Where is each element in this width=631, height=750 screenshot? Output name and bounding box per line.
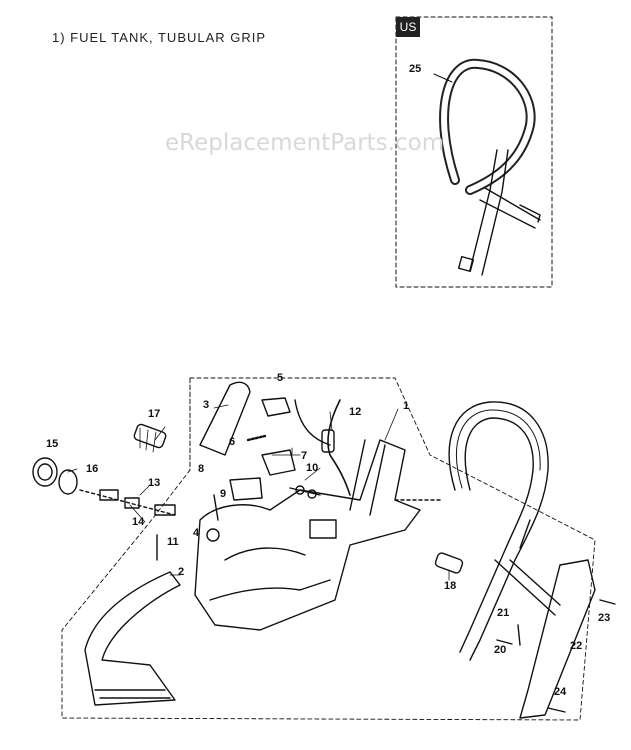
callout-12: 12 bbox=[349, 406, 362, 418]
grip-cover-part bbox=[199, 381, 251, 456]
callout-22: 22 bbox=[570, 640, 583, 652]
callout-8: 8 bbox=[198, 463, 205, 475]
side-plate-part bbox=[519, 559, 596, 719]
callout-7: 7 bbox=[301, 450, 308, 462]
callout-3: 3 bbox=[203, 399, 210, 411]
callout-25: 25 bbox=[409, 63, 422, 75]
callout-4: 4 bbox=[193, 527, 200, 539]
screw-23-part bbox=[599, 599, 616, 605]
screw-24-part bbox=[547, 707, 566, 713]
assembly-outline bbox=[61, 377, 596, 721]
callout-2: 2 bbox=[178, 566, 185, 578]
callout-23: 23 bbox=[598, 612, 611, 624]
callout-14: 14 bbox=[132, 516, 145, 528]
fuel-line-parts bbox=[289, 399, 351, 499]
us-region-badge: US bbox=[396, 17, 420, 37]
callout-21: 21 bbox=[497, 607, 510, 619]
callout-1: 1 bbox=[403, 400, 410, 412]
callout-5: 5 bbox=[277, 372, 284, 384]
bumper-18-part bbox=[434, 552, 464, 574]
callout-11: 11 bbox=[167, 536, 179, 548]
fuel-cap-part bbox=[32, 457, 58, 487]
us-inset-frame bbox=[395, 16, 553, 288]
callout-18: 18 bbox=[444, 580, 457, 592]
tubular-grip-us-part bbox=[433, 58, 541, 276]
screw-20-part bbox=[496, 639, 513, 645]
callout-6: 6 bbox=[229, 436, 236, 448]
spring-part bbox=[206, 528, 220, 542]
throttle-linkage bbox=[213, 397, 331, 521]
callout-13: 13 bbox=[148, 477, 161, 489]
callout-24: 24 bbox=[554, 686, 567, 698]
callout-9: 9 bbox=[220, 488, 227, 500]
callout-17: 17 bbox=[148, 408, 161, 420]
watermark: eReplacementParts.com bbox=[165, 130, 445, 156]
screw-21-part bbox=[517, 624, 521, 646]
callout-20: 20 bbox=[494, 644, 507, 656]
callout-15: 15 bbox=[46, 438, 59, 450]
handle-bottom-part bbox=[84, 571, 181, 706]
callout-10: 10 bbox=[306, 462, 319, 474]
cap-filter-parts bbox=[58, 469, 176, 516]
tubular-grip-part bbox=[448, 401, 561, 661]
callout-16: 16 bbox=[86, 463, 99, 475]
diagram-title: 1) FUEL TANK, TUBULAR GRIP bbox=[52, 30, 267, 45]
grip-insert-part bbox=[133, 423, 167, 453]
